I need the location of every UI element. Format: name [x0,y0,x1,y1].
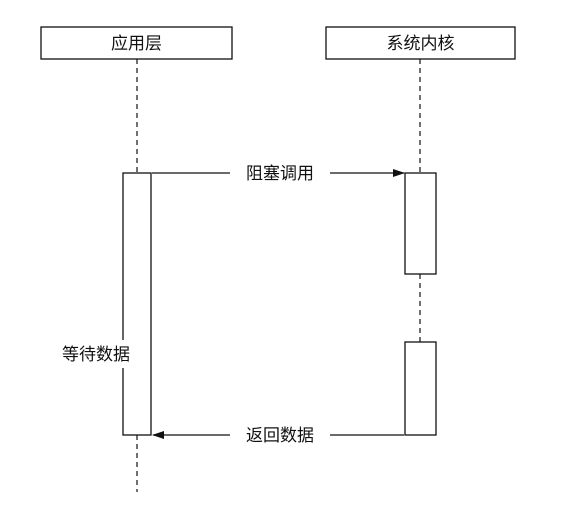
note-waiting-background [53,340,139,368]
activation-kernel-2 [404,341,437,436]
note-waiting: 等待数据 [53,340,139,368]
note-waiting-label: 等待数据 [62,345,130,365]
message-blocking-call-label: 阻塞调用 [246,164,314,184]
activation-app [122,172,152,436]
message-blocking-call: 阻塞调用 [152,164,405,184]
participant-kernel-label: 系统内核 [387,34,455,54]
message-return-data-label: 返回数据 [246,426,314,446]
activation-kernel-1 [404,172,437,275]
participant-app: 应用层 [40,26,233,60]
participant-app-label: 应用层 [111,34,162,54]
message-return-data: 返回数据 [152,426,404,446]
participant-kernel: 系统内核 [325,26,516,60]
